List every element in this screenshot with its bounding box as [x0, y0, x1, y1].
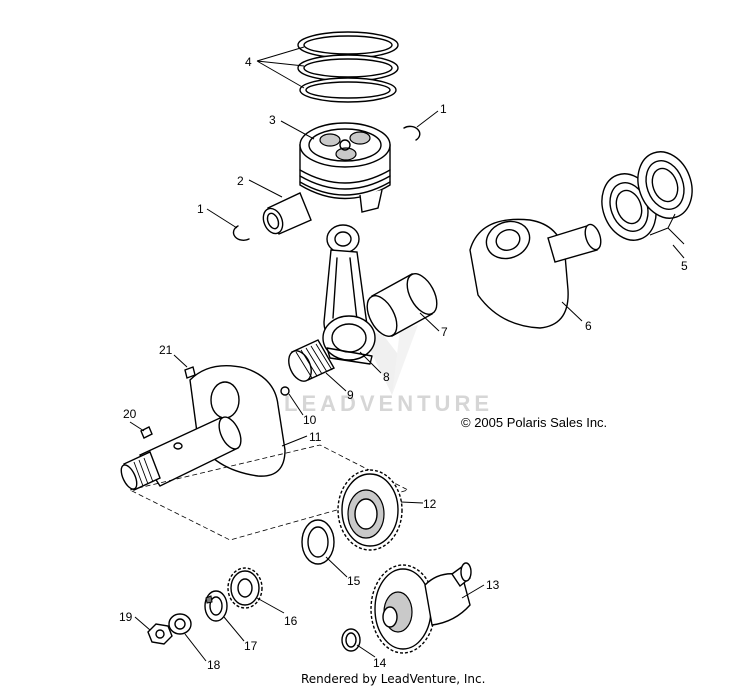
callout-13: 13: [486, 578, 500, 592]
dowel-pin: [184, 366, 196, 379]
balance-shaft: [370, 562, 472, 654]
callout-1-left: 1: [197, 202, 204, 216]
piston-rings: [297, 31, 399, 103]
watermark-text: LEADVENTURE: [284, 391, 493, 416]
lock-washer: [204, 590, 228, 622]
callout-7: 7: [441, 325, 448, 339]
callout-20: 20: [123, 407, 137, 421]
callout-12: 12: [423, 497, 437, 511]
callout-9: 9: [347, 388, 354, 402]
timing-gear: [227, 567, 263, 609]
assembly-outline: [128, 444, 410, 541]
flat-washer: [168, 613, 192, 635]
piston-pin: [262, 192, 312, 235]
hex-nut: [147, 623, 173, 645]
callout-16: 16: [284, 614, 298, 628]
circlip-right: [403, 125, 421, 141]
callout-6: 6: [585, 319, 592, 333]
callout-21: 21: [159, 343, 173, 357]
callout-4: 4: [245, 55, 252, 69]
leader-lines: [129, 46, 685, 662]
callout-17: 17: [244, 639, 258, 653]
woodruff-key: [140, 426, 153, 439]
callout-18: 18: [207, 658, 221, 672]
snap-ring: [341, 628, 361, 652]
connecting-rod: [322, 224, 376, 365]
callout-19: 19: [119, 610, 133, 624]
copyright-text: © 2005 Polaris Sales Inc.: [461, 415, 607, 430]
callout-3: 3: [269, 113, 276, 127]
rendered-by-text: Rendered by LeadVenture, Inc.: [301, 672, 485, 686]
drive-gear: [337, 469, 403, 551]
thrust-washer: [301, 519, 335, 565]
main-bearing-rear: [637, 151, 693, 219]
callout-2: 2: [237, 174, 244, 188]
piston: [299, 122, 391, 213]
bushing-sleeve: [366, 273, 438, 337]
circlip-left: [232, 225, 250, 241]
crankshaft-half-right: [469, 218, 602, 329]
crankshaft-half-left: [120, 365, 286, 491]
callout-11: 11: [309, 430, 322, 444]
callout-15: 15: [347, 574, 361, 588]
callout-5: 5: [681, 259, 688, 273]
callout-1-right: 1: [440, 102, 447, 116]
check-ball: [280, 386, 290, 396]
callout-8: 8: [383, 370, 390, 384]
callout-10: 10: [303, 413, 317, 427]
callout-14: 14: [373, 656, 387, 670]
needle-bearing: [288, 339, 335, 382]
